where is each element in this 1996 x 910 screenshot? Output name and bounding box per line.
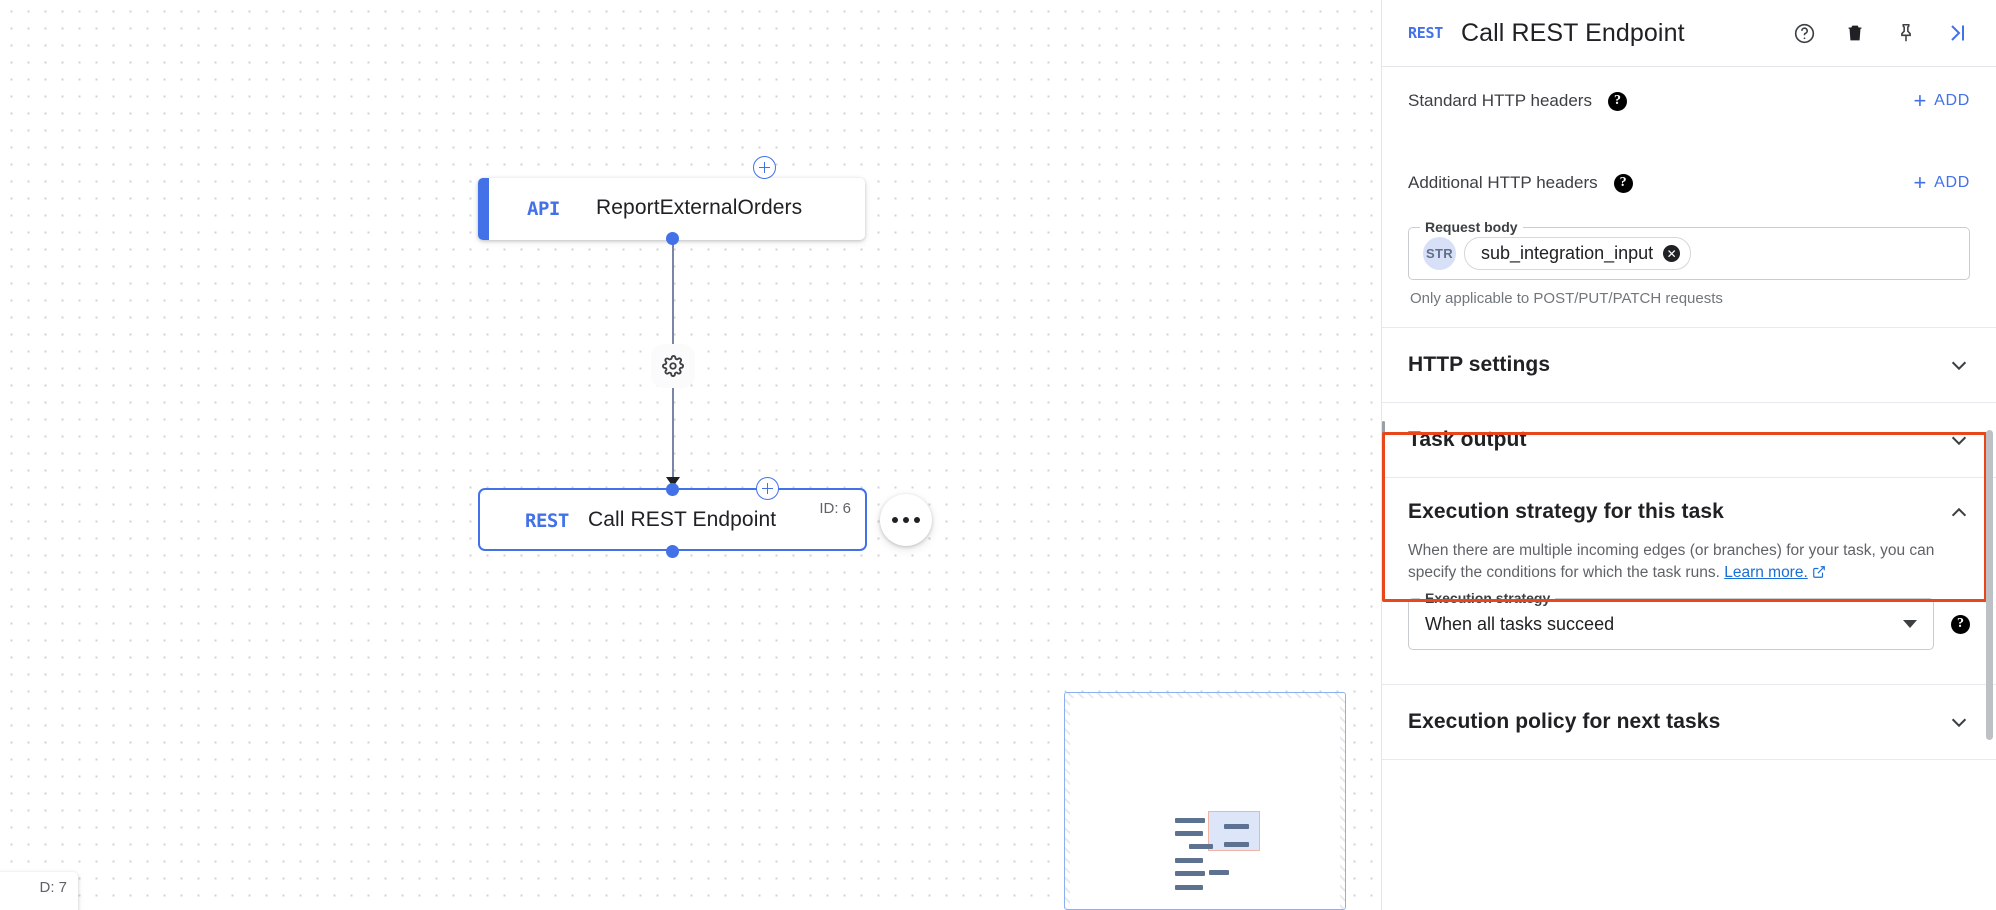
dot [903,517,909,523]
learn-more-link[interactable]: Learn more. [1724,564,1808,581]
add-label: ADD [1934,174,1970,191]
node-id-label: D: 7 [39,879,67,896]
node-output-port[interactable] [666,232,679,245]
chevron-down-icon[interactable] [1948,711,1970,733]
section-execution-strategy[interactable]: Execution strategy for this task [1382,478,1996,546]
gear-icon[interactable] [655,348,691,384]
node-type-badge: API [527,198,560,220]
desc-line-1: When there are multiple incoming edges (… [1408,542,1876,559]
divider [1382,402,1996,403]
request-body-legend: Request body [1420,219,1523,235]
plus-icon: + [1913,170,1928,195]
section-title: Task output [1408,428,1527,451]
minimap-node [1189,844,1213,849]
additional-http-headers-row: Additional HTTP headers ? + ADD [1382,155,1996,211]
variable-chip[interactable]: sub_integration_input ✕ [1464,237,1692,270]
divider [1382,327,1996,328]
collapse-panel-icon[interactable] [1940,16,1974,50]
node-accent-bar [478,178,489,240]
section-title: Execution strategy for this task [1408,500,1724,523]
minimap-node [1175,818,1205,823]
panel-scrollbar[interactable] [1986,430,1993,740]
plus-icon: + [1913,88,1928,113]
execution-strategy-legend: Execution strategy [1420,590,1556,606]
external-link-icon[interactable] [1812,564,1826,586]
minimap-node [1175,831,1203,836]
node-partial[interactable]: D: 7 [0,872,78,910]
section-execution-policy[interactable]: Execution policy for next tasks [1382,685,1996,759]
section-task-output[interactable]: Task output [1382,403,1996,477]
standard-http-headers-row: Standard HTTP headers ? + ADD [1382,73,1996,129]
scroll-indicator [1382,421,1385,459]
chevron-down-icon[interactable] [1948,429,1970,451]
dot [914,517,920,523]
node-title: Call REST Endpoint [588,508,777,531]
divider [1382,684,1996,685]
minimap-node [1175,858,1203,863]
node-input-port[interactable] [666,483,679,496]
panel-header: REST Call REST Endpoint [1382,0,1996,67]
section-title: HTTP settings [1408,353,1551,376]
add-standard-header-button[interactable]: + ADD [1914,90,1970,112]
node-type-badge: REST [525,510,569,532]
pin-icon[interactable] [1889,16,1923,50]
divider [1382,759,1996,760]
node-title: ReportExternalOrders [596,196,803,219]
help-icon[interactable]: ? [1951,614,1970,634]
page-title: Call REST Endpoint [1460,18,1685,47]
variable-chip-label: sub_integration_input [1481,243,1654,263]
execution-strategy-select[interactable]: Execution strategy When all tasks succee… [1408,590,1934,650]
execution-strategy-field-wrap: Execution strategy When all tasks succee… [1408,590,1970,650]
canvas-minimap[interactable] [1064,692,1346,910]
standard-http-headers-label: Standard HTTP headers [1408,91,1592,110]
execution-strategy-value: When all tasks succeed [1425,613,1615,634]
add-node-button-bottom[interactable] [756,477,779,500]
minimap-node [1175,885,1203,890]
help-icon[interactable]: ? [1613,173,1633,193]
section-title: Execution policy for next tasks [1408,710,1721,733]
task-config-panel: REST Call REST Endpoint [1381,0,1996,910]
type-pill: STR [1423,237,1456,270]
minimap-node [1209,870,1229,875]
panel-body[interactable]: Standard HTTP headers ? + ADD Additional… [1382,67,1996,910]
help-icon[interactable]: ? [1607,91,1627,111]
workflow-canvas[interactable]: API ReportExternalOrders REST Call REST … [0,0,1381,910]
execution-strategy-description: When there are multiple incoming edges (… [1382,540,1996,586]
edge-arrowhead [666,477,680,487]
add-additional-header-button[interactable]: + ADD [1914,172,1970,194]
minimap-node [1224,824,1249,829]
node-output-port[interactable] [666,545,679,558]
minimap-node [1175,871,1205,876]
help-circle-icon[interactable] [1787,16,1821,50]
trash-icon[interactable] [1838,16,1872,50]
dot [892,517,898,523]
additional-http-headers-label: Additional HTTP headers [1408,173,1598,192]
minimap-inner [1070,698,1340,909]
chevron-down-icon[interactable] [1903,620,1917,628]
more-horizontal-icon[interactable] [880,494,932,546]
desc-line-2: you can specify the conditions for which… [1408,542,1935,581]
chevron-down-icon[interactable] [1948,354,1970,376]
request-body-field[interactable]: Request body STR sub_integration_input ✕ [1408,219,1970,280]
add-node-button-top[interactable] [753,156,776,179]
node-call-rest-endpoint[interactable]: REST Call REST Endpoint ID: 6 [478,488,867,551]
node-id-label: ID: 6 [819,500,851,517]
request-body-hint: Only applicable to POST/PUT/PATCH reques… [1410,290,1723,307]
add-label: ADD [1934,92,1970,109]
request-body-value: STR sub_integration_input ✕ [1423,237,1692,270]
panel-type-badge: REST [1408,24,1443,42]
minimap-node [1224,842,1249,847]
divider [1382,477,1996,478]
node-report-external-orders[interactable]: API ReportExternalOrders [478,178,865,240]
chevron-up-icon[interactable] [1948,501,1970,523]
section-http-settings[interactable]: HTTP settings [1382,328,1996,402]
close-icon[interactable]: ✕ [1663,245,1681,262]
